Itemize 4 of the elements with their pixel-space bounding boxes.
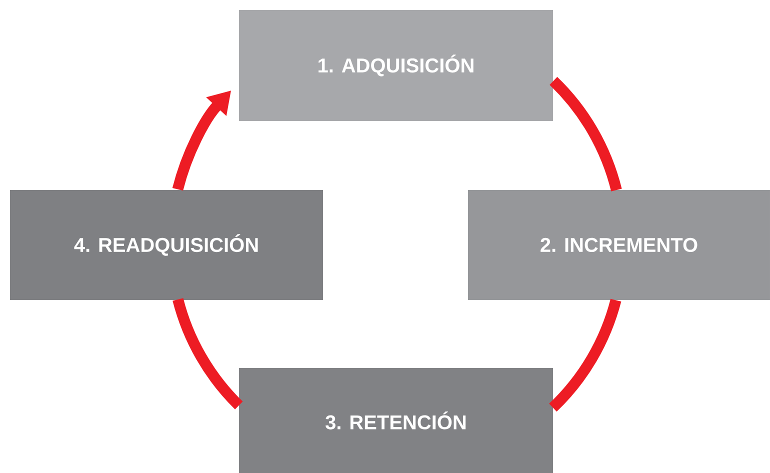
process-box: 4. READQUISICIÓN bbox=[10, 190, 323, 300]
process-box: 3. RETENCIÓN bbox=[239, 368, 553, 473]
process-box: 1. ADQUISICIÓN bbox=[239, 10, 553, 121]
process-box: 2. INCREMENTO bbox=[468, 190, 770, 300]
